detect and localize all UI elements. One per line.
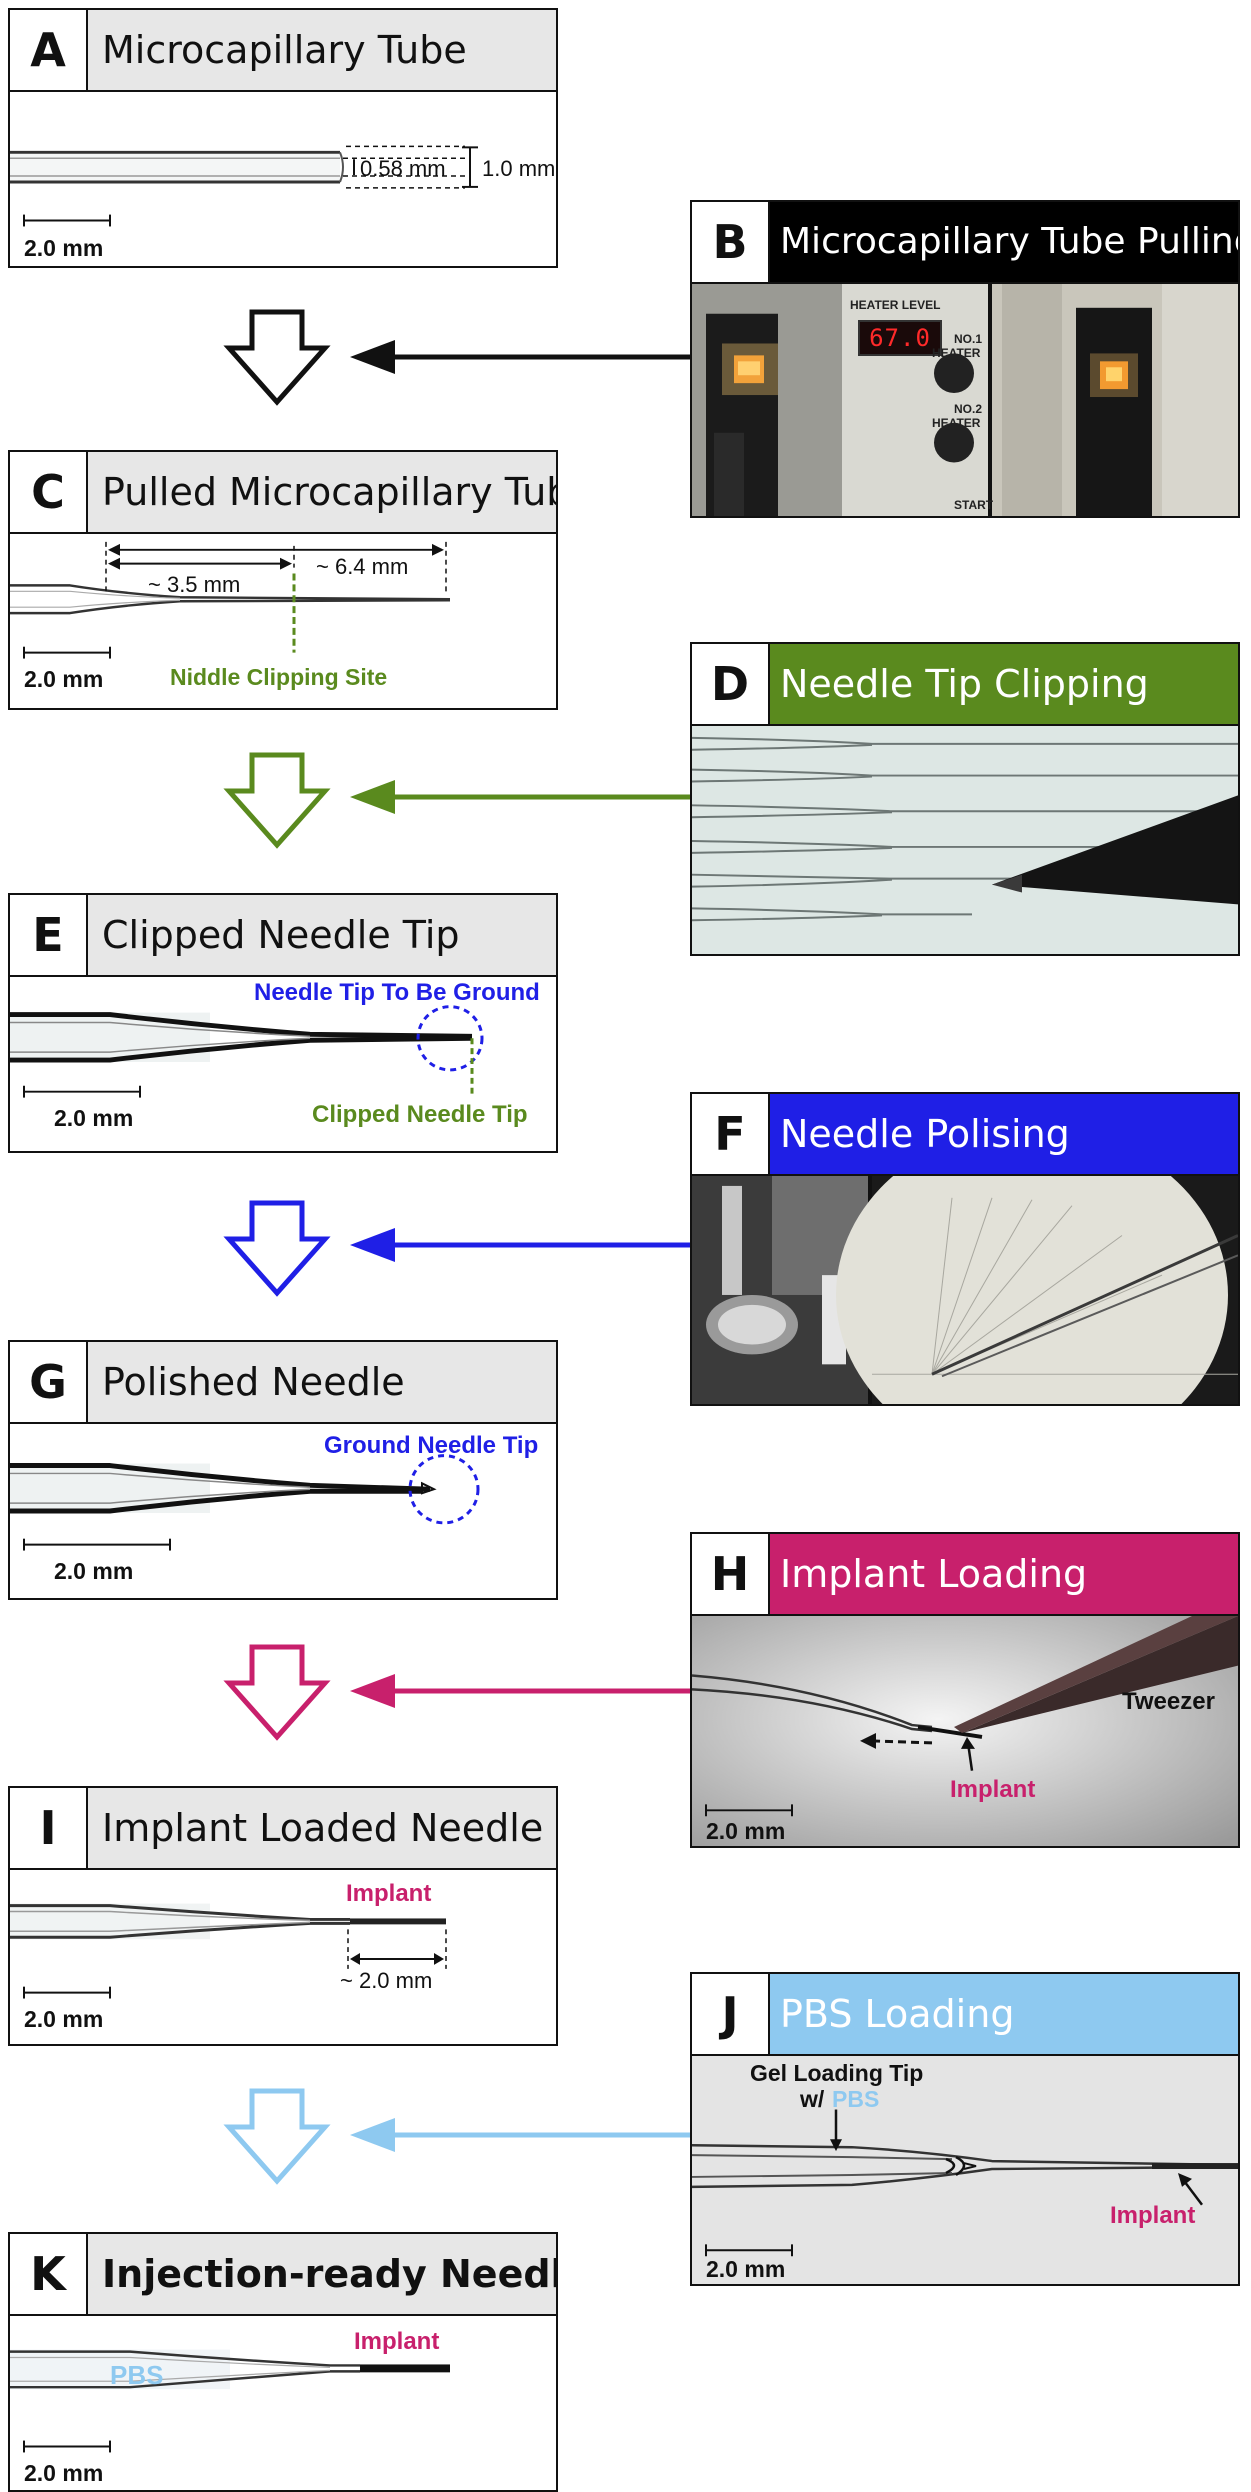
panel-d-header: D Needle Tip Clipping: [692, 644, 1238, 726]
tweezer-label: Tweezer: [1122, 1688, 1215, 1715]
scale-bar-label: 2.0 mm: [24, 666, 104, 692]
down-arrow-black: [223, 309, 331, 406]
panel-d-title: Needle Tip Clipping: [780, 662, 1149, 706]
pbs-label: PBS: [110, 2360, 164, 2390]
panel-g-image: Ground Needle Tip 2.0 mm: [10, 1424, 556, 1598]
scale-bar-label: 2.0 mm: [24, 2460, 104, 2486]
panel-e: E Clipped Needle Tip Needle Tip To Be Gr…: [8, 893, 558, 1153]
tip-to-be-ground-label: Needle Tip To Be Ground: [254, 979, 540, 1006]
panel-f-photo: [692, 1176, 1238, 1404]
heater-level-label: HEATER LEVEL: [850, 298, 941, 312]
panel-h-letter: H: [692, 1534, 770, 1614]
panel-f-header: F Needle Polising: [692, 1094, 1238, 1176]
panel-f-title: Needle Polising: [780, 1112, 1070, 1156]
panel-e-image: Needle Tip To Be Ground Clipped Needle T…: [10, 977, 556, 1151]
scale-bar-label: 2.0 mm: [706, 2256, 786, 2282]
panel-c-image: ~ 3.5 mm ~ 6.4 mm Niddle Clipping Site 2…: [10, 534, 556, 708]
outer-diameter-label: 1.0 mm: [482, 156, 556, 181]
panel-e-title: Clipped Needle Tip: [102, 913, 460, 957]
gel-loading-tip-label: Gel Loading Tip: [750, 2060, 924, 2086]
panel-b-letter: B: [692, 202, 770, 282]
heater-level-display: 67.0: [858, 320, 942, 356]
down-arrow-green: [223, 752, 331, 849]
implant-label: Implant: [950, 1776, 1036, 1803]
panel-i: I Implant Loaded Needle Implant ~ 2.0 mm…: [8, 1786, 558, 2046]
scale-bar-label: 2.0 mm: [54, 1105, 134, 1131]
panel-f: F Needle Polising: [690, 1092, 1240, 1406]
panel-h: H Implant Loading Tweezer I: [690, 1532, 1240, 1848]
clipping-site-label: Niddle Clipping Site: [170, 664, 388, 690]
down-arrow-magenta: [223, 1644, 331, 1741]
panel-d-photo: [692, 726, 1238, 954]
panel-a: A Microcapillary Tube 0.58 mm 1.0 mm 2.0…: [8, 8, 558, 268]
clipped-tip-label: Clipped Needle Tip: [312, 1101, 528, 1128]
inner-diameter-label: 0.58 mm: [360, 156, 446, 181]
implant-label: Implant: [354, 2328, 440, 2355]
down-arrow-blue: [223, 1200, 331, 1297]
panel-e-letter: E: [10, 895, 88, 975]
ground-tip-label: Ground Needle Tip: [324, 1432, 539, 1459]
no1-label: NO.1: [954, 332, 983, 346]
left-arrow-blue: [350, 1228, 690, 1262]
scale-bar-label: 2.0 mm: [24, 235, 104, 261]
down-arrow-lightblue: [223, 2088, 331, 2185]
panel-b: B Microcapillary Tube Pulling HEATER LEV…: [690, 200, 1240, 518]
panel-c-title: Pulled Microcapillary Tube: [102, 470, 558, 514]
implant-label: Implant: [1110, 2202, 1196, 2229]
heater1-label: HEATER: [932, 346, 981, 360]
heater2-label: HEATER: [932, 416, 981, 430]
dim-long-label: ~ 6.4 mm: [316, 554, 409, 579]
panel-i-header: I Implant Loaded Needle: [10, 1788, 556, 1870]
start-label: START: [954, 498, 994, 512]
panel-j-header: J PBS Loading: [692, 1974, 1238, 2056]
scale-bar-label: 2.0 mm: [54, 1558, 134, 1584]
panel-h-header: H Implant Loading: [692, 1534, 1238, 1616]
implant-label: Implant: [346, 1880, 432, 1907]
panel-k-title: Injection-ready Needle: [102, 2252, 558, 2296]
panel-d-letter: D: [692, 644, 770, 724]
scale-bar-label: 2.0 mm: [706, 1818, 786, 1844]
dim-short-label: ~ 3.5 mm: [148, 572, 241, 597]
panel-d: D Needle Tip Clipping: [690, 642, 1240, 956]
panel-f-letter: F: [692, 1094, 770, 1174]
panel-c-header: C Pulled Microcapillary Tube: [10, 452, 556, 534]
panel-j-letter: J: [692, 1974, 770, 2054]
panel-i-letter: I: [10, 1788, 88, 1868]
panel-a-header: A Microcapillary Tube: [10, 10, 556, 92]
panel-g-header: G Polished Needle: [10, 1342, 556, 1424]
panel-j-title: PBS Loading: [780, 1992, 1015, 2036]
panel-k-letter: K: [10, 2234, 88, 2314]
scale-bar-label: 2.0 mm: [24, 2006, 104, 2032]
no2-label: NO.2: [954, 402, 983, 416]
panel-i-image: Implant ~ 2.0 mm 2.0 mm: [10, 1870, 556, 2044]
panel-e-header: E Clipped Needle Tip: [10, 895, 556, 977]
left-arrow-green: [350, 780, 690, 814]
panel-c: C Pulled Microcapillary Tube ~ 3.5 mm ~ …: [8, 450, 558, 710]
panel-k: K Injection-ready Needle PBS Implant 2.0…: [8, 2232, 558, 2492]
gel-loading-pbs-label: PBS: [832, 2086, 880, 2112]
left-arrow-lightblue: [350, 2118, 690, 2152]
panel-j-photo: Gel Loading Tip w/ PBS Implant 2.0 mm: [692, 2056, 1238, 2284]
panel-a-title: Microcapillary Tube: [102, 28, 467, 72]
panel-b-header: B Microcapillary Tube Pulling: [692, 202, 1238, 284]
panel-h-photo: Tweezer Implant 2.0 mm: [692, 1616, 1238, 1846]
left-arrow-black: [350, 340, 690, 374]
panel-j: J PBS Loading Gel Loading Tip w/ PBS Imp…: [690, 1972, 1240, 2286]
panel-g-letter: G: [10, 1342, 88, 1422]
panel-h-title: Implant Loading: [780, 1552, 1088, 1596]
panel-a-letter: A: [10, 10, 88, 90]
panel-c-letter: C: [10, 452, 88, 532]
panel-a-image: 0.58 mm 1.0 mm 2.0 mm: [10, 92, 556, 266]
gel-loading-w-label: w/: [800, 2086, 825, 2112]
panel-g: G Polished Needle Ground Needle Tip 2.0 …: [8, 1340, 558, 1600]
panel-g-title: Polished Needle: [102, 1360, 405, 1404]
panel-i-title: Implant Loaded Needle: [102, 1806, 544, 1850]
panel-b-photo: HEATER LEVEL 67.0 NO.1 HEATER NO.2 HEATE…: [692, 284, 1238, 516]
panel-k-image: PBS Implant 2.0 mm: [10, 2316, 556, 2490]
left-arrow-magenta: [350, 1674, 690, 1708]
implant-length-label: ~ 2.0 mm: [340, 1968, 433, 1993]
panel-k-header: K Injection-ready Needle: [10, 2234, 556, 2316]
panel-b-title: Microcapillary Tube Pulling: [780, 221, 1240, 262]
